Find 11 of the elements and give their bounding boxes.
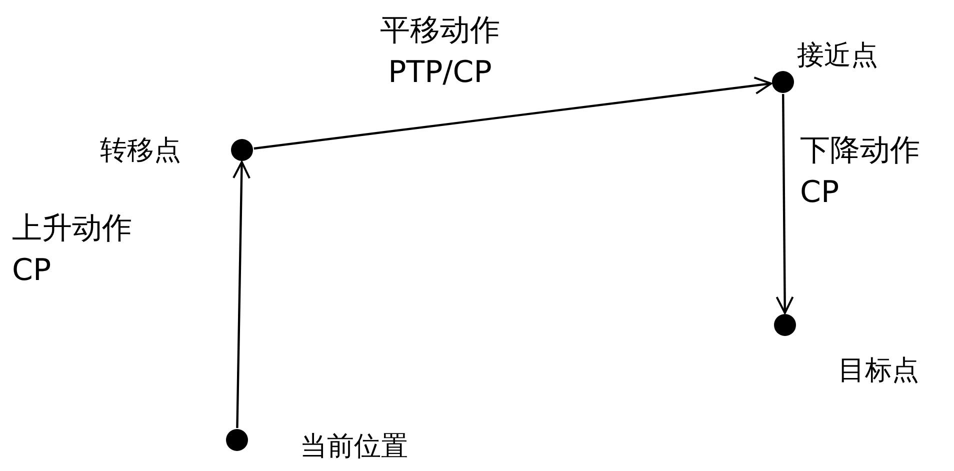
point-label: 当前位置 xyxy=(300,430,408,464)
point-dot xyxy=(226,429,248,451)
point-dot xyxy=(772,71,794,93)
point-label: 接近点 xyxy=(797,39,878,73)
arrow xyxy=(254,76,772,150)
point-dot xyxy=(231,139,253,161)
point-dot xyxy=(774,314,796,336)
arrow xyxy=(232,161,251,428)
point-label: 目标点 xyxy=(838,354,919,388)
point-label: 转移点 xyxy=(100,134,181,168)
arrow xyxy=(776,94,794,314)
